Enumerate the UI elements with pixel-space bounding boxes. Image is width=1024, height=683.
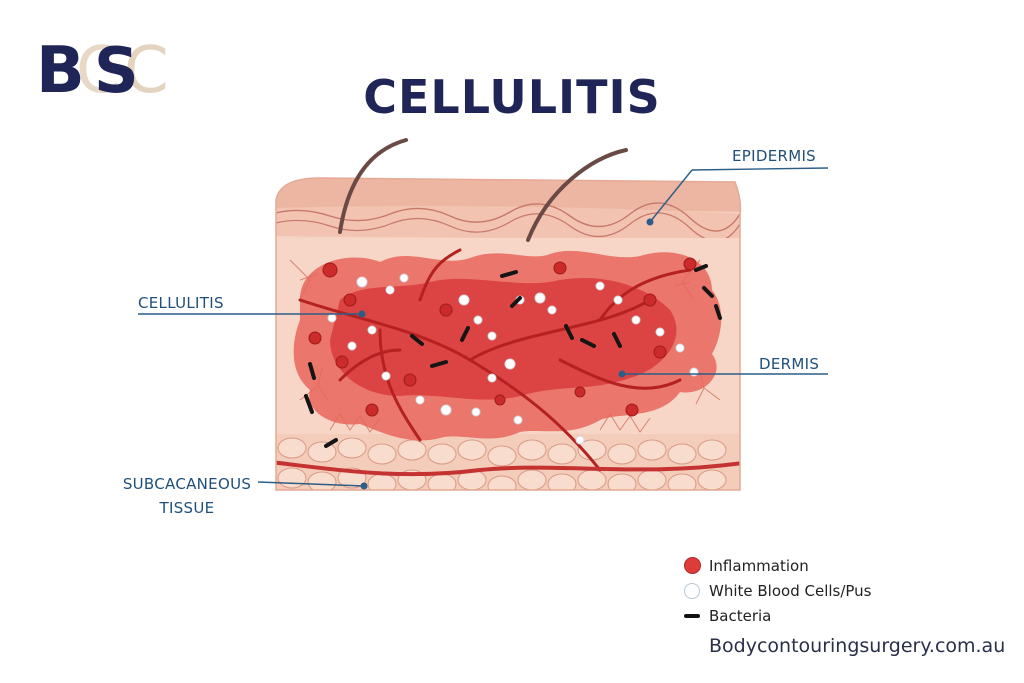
white-circle-icon <box>684 582 700 599</box>
website-url: Bodycontouringsurgery.com.au <box>709 635 1006 657</box>
label-epidermis: EPIDERMIS <box>732 147 816 165</box>
legend-item-white-blood-cells: White Blood Cells/Pus <box>683 578 872 603</box>
svg-text:C: C <box>76 34 121 104</box>
label-subcutaneous-tissue: SUBCACANEOUS TISSUE <box>122 475 252 517</box>
legend-item-inflammation: Inflammation <box>683 553 872 578</box>
legend-item-bacteria: Bacteria <box>683 603 872 628</box>
label-dermis: DERMIS <box>759 355 820 373</box>
legend-label: Inflammation <box>709 556 809 575</box>
svg-text:C: C <box>124 34 169 104</box>
legend-label: White Blood Cells/Pus <box>709 581 872 600</box>
legend-label: Bacteria <box>709 606 772 625</box>
red-circle-icon <box>683 557 701 574</box>
label-cellulitis: CELLULITIS <box>138 294 224 312</box>
page-title: CELLULITIS <box>363 70 661 124</box>
bcsc-logo: B C C S <box>36 34 169 104</box>
svg-text:S: S <box>94 34 139 104</box>
svg-text:B: B <box>36 34 85 104</box>
legend: Inflammation White Blood Cells/Pus Bacte… <box>683 553 872 628</box>
black-dash-icon <box>684 613 700 618</box>
